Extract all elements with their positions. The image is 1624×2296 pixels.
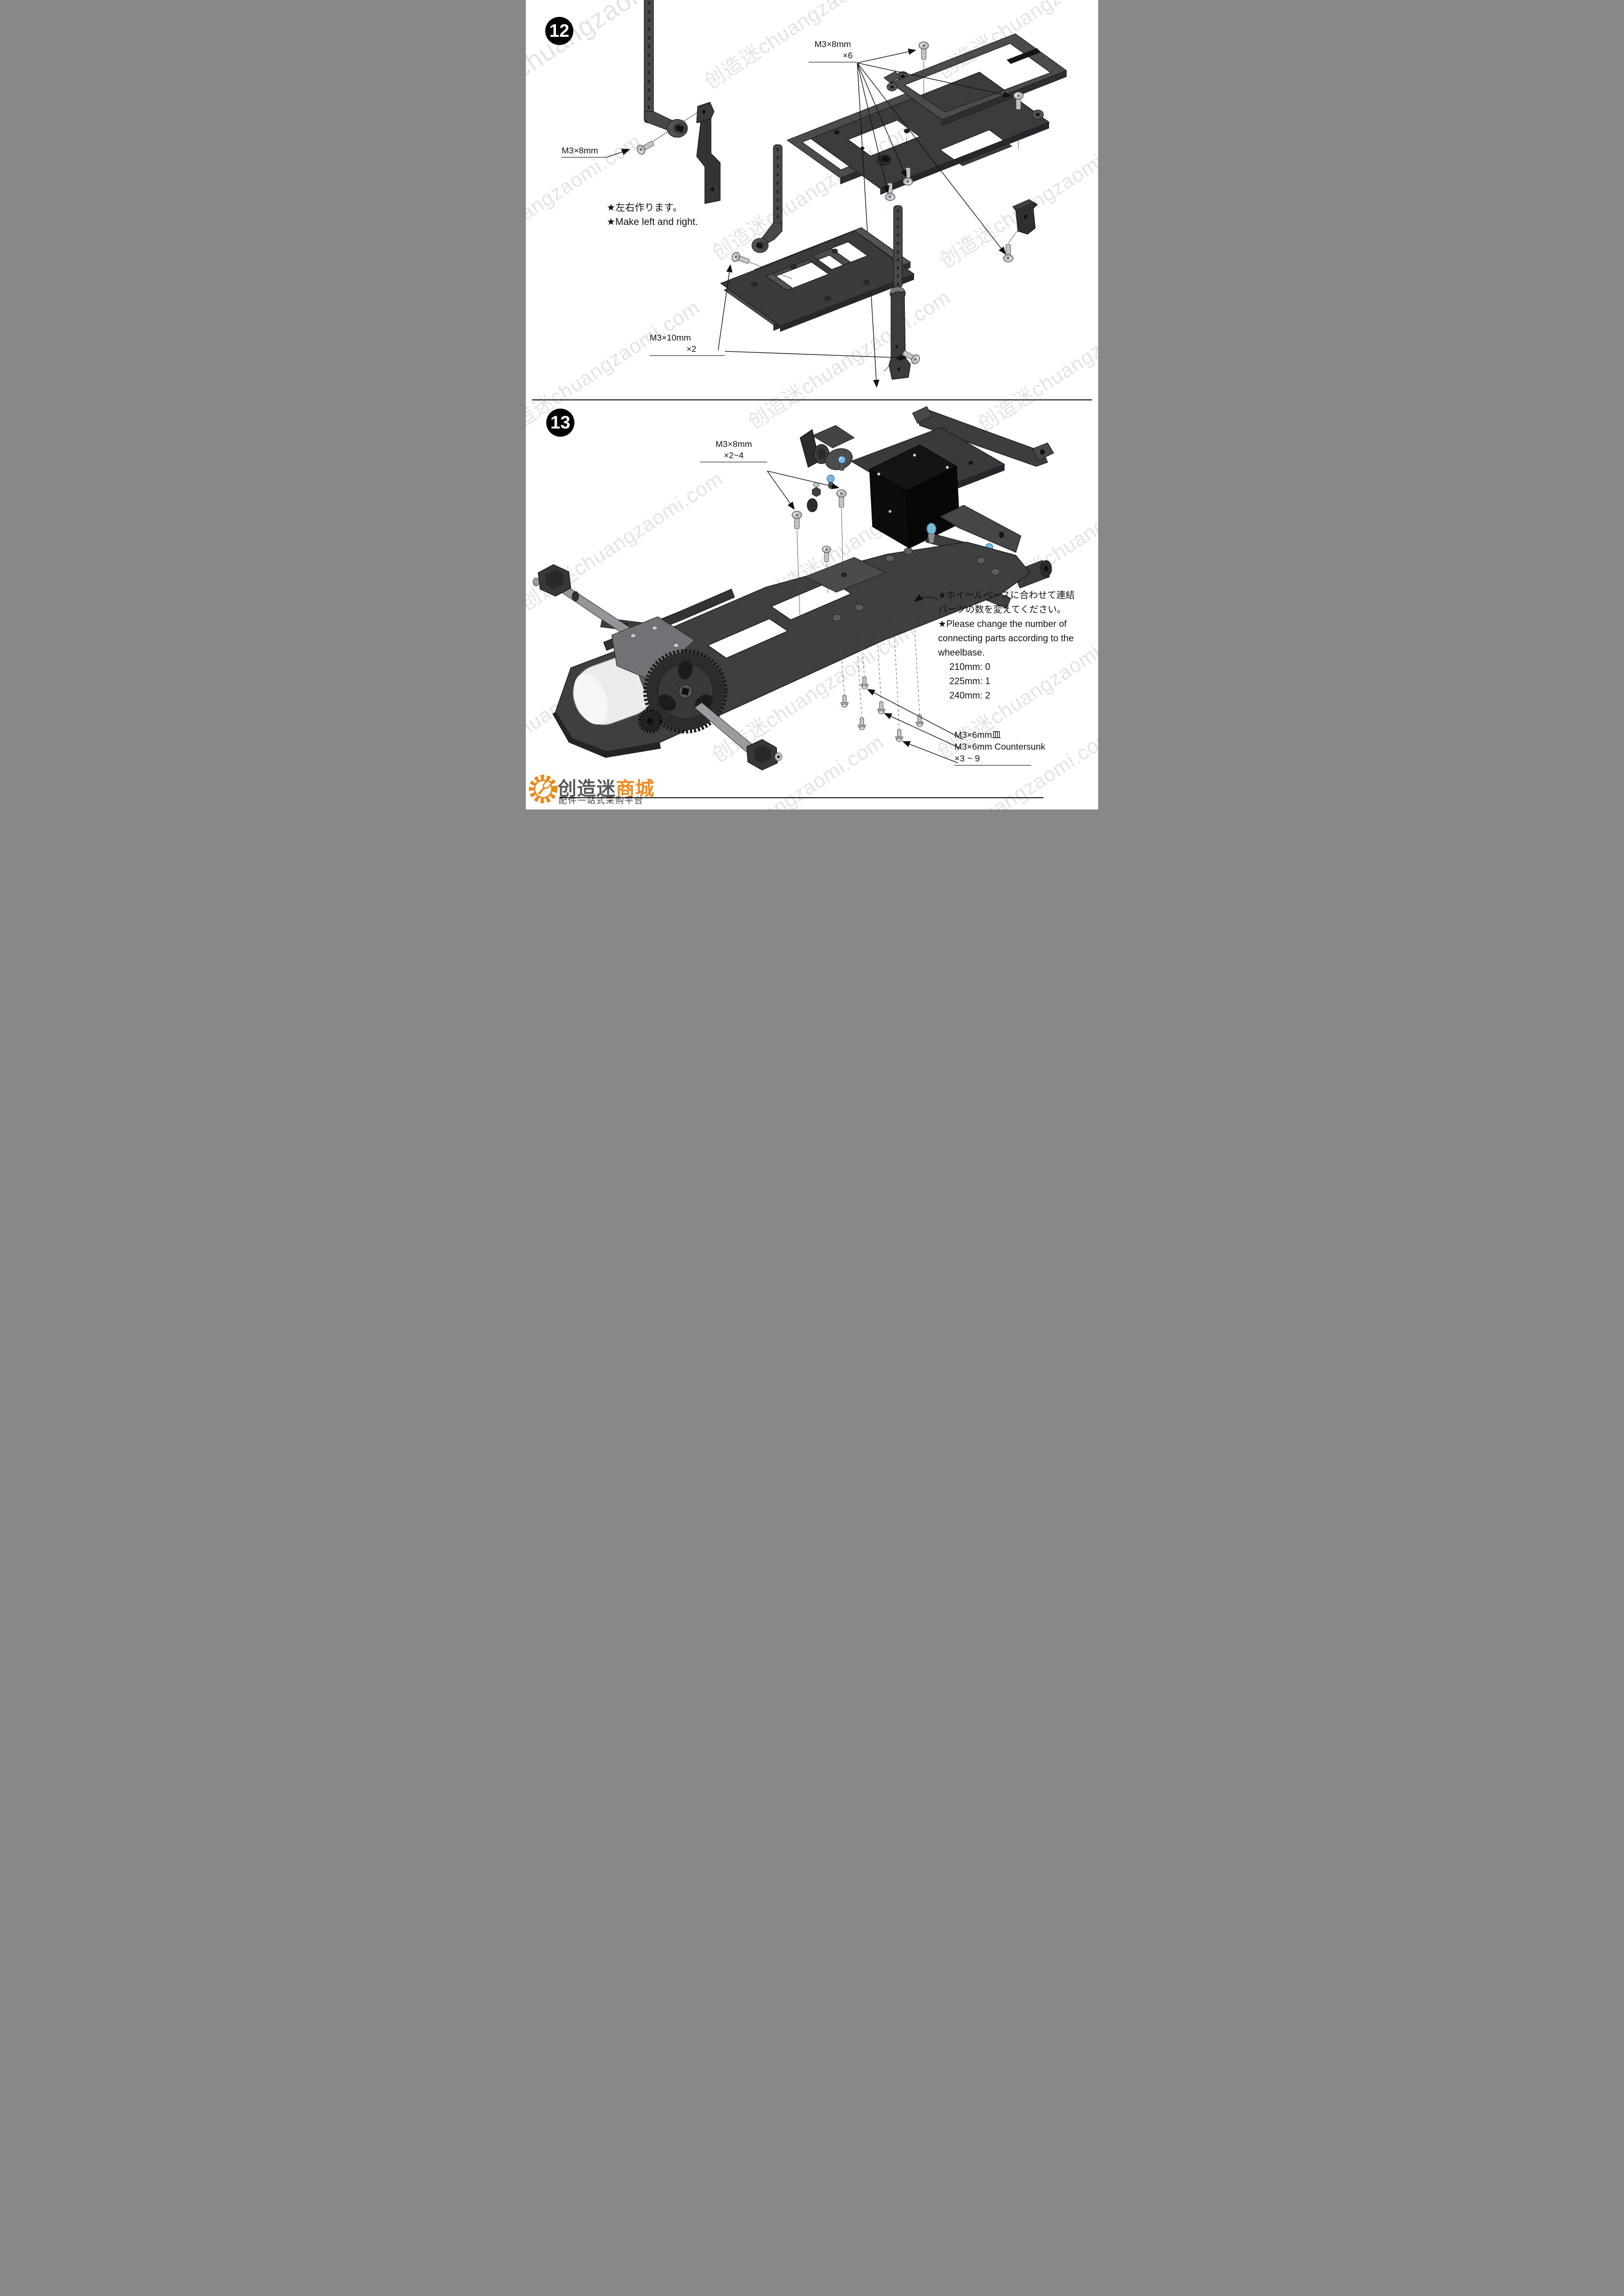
label-screw-name: M3×8mm (814, 39, 851, 49)
step-12-badge: 12 (545, 17, 573, 45)
label-screw-countersunk: M3×6mm皿 M3×6mm Countersunk ×3 ~ 9 (954, 729, 1045, 766)
label-screw-m3x8-left: M3×8mm (562, 145, 608, 157)
leader-lines-m3x8-x6 (857, 49, 1012, 388)
chassis-standoffs (832, 548, 1000, 621)
note-en-line2: connecting parts according to the (938, 633, 1074, 643)
label-screw-name: M3×10mm (650, 333, 691, 343)
note-en-line1: ★Please change the number of (938, 619, 1067, 629)
screw-m3x10 (730, 251, 751, 267)
screw-m3x6-countersunk (877, 702, 885, 714)
diagram-canvas (532, 0, 1067, 771)
label-screw-m3x8-x6: M3×8mm ×6 (809, 39, 857, 62)
note-make-left-right: ★左右作ります。 ★Make left and right. (607, 201, 698, 230)
section-divider (532, 399, 1092, 400)
screw-m3x6-countersunk (858, 717, 866, 730)
label-screw-jp: M3×6mm皿 (954, 730, 1001, 740)
plate-screw-heads (751, 249, 870, 301)
brand-name: 创造迷 (558, 778, 616, 799)
brand-tagline: 配件一站式采购平台 (559, 796, 644, 805)
note-jp-line1: ★ホイールベースに合わせて連結 (938, 590, 1075, 600)
note-en-line3: wheelbase. (938, 647, 985, 658)
screw-m3x8 (821, 546, 832, 562)
note-wheelbase: ★ホイールベースに合わせて連結 パーツの数を変えてください。 ★Please c… (938, 588, 1075, 703)
note-jp-line2: パーツの数を変えてください。 (938, 604, 1066, 615)
chassis-assembly (532, 406, 1054, 771)
screw-m3x8 (918, 41, 929, 60)
countersunk-axes (840, 609, 920, 731)
screw-m3x6-countersunk (895, 729, 903, 742)
battery-tray-exploded-assembly (786, 33, 1067, 388)
leader-lines-m3x8-13 (767, 470, 840, 510)
wheelbase-option: 210mm: 0 (949, 662, 991, 672)
screw-m3x8 (635, 138, 656, 156)
label-screw-qty: ×2~4 (724, 451, 744, 460)
label-screw-name: M3×8mm (715, 439, 752, 449)
tray-with-body-posts-assembly (718, 144, 922, 380)
wheelbase-option: 240mm: 2 (949, 690, 991, 701)
brand-gear-icon (529, 775, 558, 803)
note-jp: ★左右作ります。 (607, 202, 683, 213)
label-screw-m3x8-x2-4: M3×8mm ×2~4 (700, 439, 767, 462)
step-13-badge: 13 (546, 409, 574, 437)
label-screw-qty: ×6 (842, 51, 853, 60)
leader-lines-m3x10 (718, 264, 907, 361)
screw-m3x8 (836, 489, 847, 508)
motor-plate-screws (630, 625, 679, 648)
label-screw-en: M3×6mm Countersunk (954, 741, 1045, 752)
manual-page: 创造迷chuangzaomi.com 创造迷chuangzaomi.com 创造… (526, 0, 1098, 809)
label-screw-m3x10-x2: M3×10mm ×2 (650, 332, 725, 356)
note-en: ★Make left and right. (607, 217, 698, 228)
footer-rule (560, 797, 1043, 798)
leader-lines-countersunk (866, 689, 964, 763)
brand-title: 创造迷商城 (558, 773, 655, 801)
screw-m3x8 (791, 511, 803, 529)
screw-m3x6-countersunk (860, 677, 869, 689)
wheelbase-option: 225mm: 1 (949, 676, 991, 686)
label-screw-qty: ×2 (686, 344, 697, 354)
screw-m3x6-countersunk (840, 695, 849, 708)
brand-suffix: 商城 (616, 778, 655, 799)
body-post-subassembly (607, 0, 721, 204)
label-screw-qty: ×3 ~ 9 (954, 753, 980, 763)
